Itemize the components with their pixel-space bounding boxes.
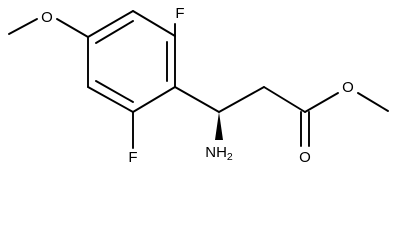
bond-ring-1 — [87, 10, 134, 38]
amine-label: NH — [205, 144, 227, 161]
bond-ester-methyl — [357, 92, 389, 112]
bond-methoxy-oxygen-ring — [56, 18, 89, 38]
bond-ring-5 — [87, 86, 134, 113]
bond-ring-4 — [132, 86, 176, 113]
bond-stereocenter-methylene — [218, 86, 265, 113]
atom-methoxy-oxygen: O — [41, 9, 53, 26]
atom-fluorine-top: F — [175, 5, 184, 22]
atom-fluorine-bottom: F — [128, 149, 137, 166]
bond-ring-5-inner — [95, 80, 134, 103]
chemical-structure: O F F NH2 O O — [8, 5, 389, 166]
bond-ring-2 — [132, 10, 176, 37]
atom-ester-oxygen: O — [342, 79, 354, 96]
bond-carbonyl-ester-oxygen — [304, 92, 339, 113]
bond-ring-stereocenter — [174, 86, 220, 113]
wedge-bond-amine — [215, 112, 223, 140]
atom-amine: NH2 — [205, 144, 233, 163]
atom-carbonyl-oxygen: O — [299, 149, 311, 166]
bond-methylene-carbonyl — [263, 86, 306, 113]
bond-ring-1-inner — [95, 20, 134, 44]
bond-methoxy-methyl — [8, 18, 38, 35]
amine-subscript: 2 — [227, 151, 233, 163]
